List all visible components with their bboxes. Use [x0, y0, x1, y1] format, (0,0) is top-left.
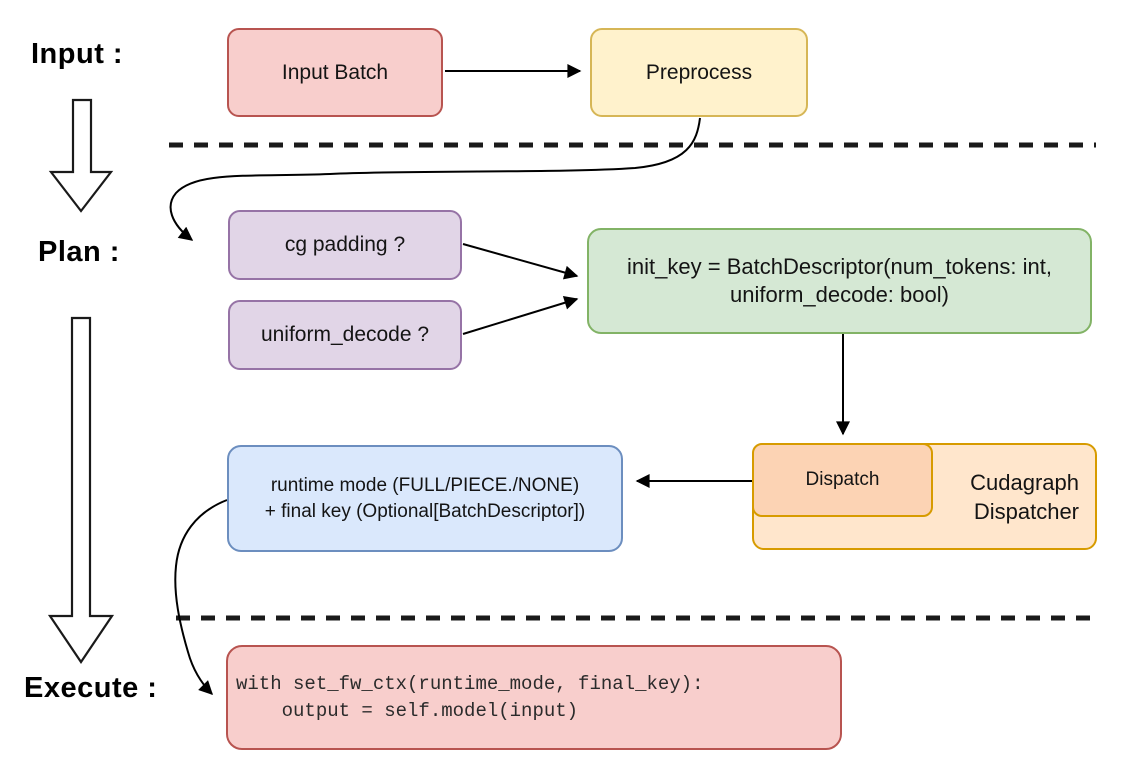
- node-cg-padding-label: cg padding ?: [284, 233, 406, 257]
- arrow-cgpadding-to-initkey: [462, 243, 579, 280]
- node-runtime-mode-line1: runtime mode (FULL/PIECE./NONE): [270, 474, 580, 496]
- arrow-runtimemode-to-execute: [174, 499, 228, 695]
- section-label-execute: Execute :: [24, 672, 158, 704]
- node-init-key-line2: uniform_decode: bool): [730, 282, 949, 307]
- node-preprocess: Preprocess: [590, 28, 808, 117]
- node-cg-padding: cg padding ?: [228, 210, 462, 280]
- node-dispatch: Dispatch: [752, 443, 933, 517]
- node-dispatch-label: Dispatch: [805, 468, 880, 490]
- node-init-key-line1: init_key = BatchDescriptor(num_tokens: i…: [627, 254, 1052, 279]
- node-input-batch: Input Batch: [227, 28, 443, 117]
- node-uniform-decode: uniform_decode ?: [228, 300, 462, 370]
- arrow-preprocess-to-cgpadding: [169, 117, 701, 241]
- node-init-key: init_key = BatchDescriptor(num_tokens: i…: [587, 228, 1092, 334]
- plan-to-execute-hollow-arrow: [47, 316, 115, 664]
- node-uniform-decode-label: uniform_decode ?: [260, 323, 430, 347]
- section-label-plan: Plan :: [38, 236, 120, 268]
- section-label-input: Input :: [31, 38, 124, 70]
- node-cudagraph-dispatcher-line2: Dispatcher: [973, 498, 1079, 524]
- node-execute-code: with set_fw_ctx(runtime_mode, final_key)…: [226, 645, 842, 750]
- arrow-uniformdecode-to-initkey: [462, 296, 579, 335]
- node-execute-code-line1: with set_fw_ctx(runtime_mode, final_key)…: [236, 672, 704, 695]
- node-runtime-mode-line2: + final key (Optional[BatchDescriptor]): [264, 500, 586, 522]
- node-preprocess-label: Preprocess: [645, 60, 753, 84]
- node-input-batch-label: Input Batch: [281, 60, 389, 84]
- node-cudagraph-dispatcher-line1: Cudagraph: [970, 469, 1079, 495]
- node-runtime-mode: runtime mode (FULL/PIECE./NONE) + final …: [227, 445, 623, 552]
- input-to-plan-hollow-arrow: [48, 98, 114, 213]
- node-execute-code-line2: output = self.model(input): [236, 699, 579, 722]
